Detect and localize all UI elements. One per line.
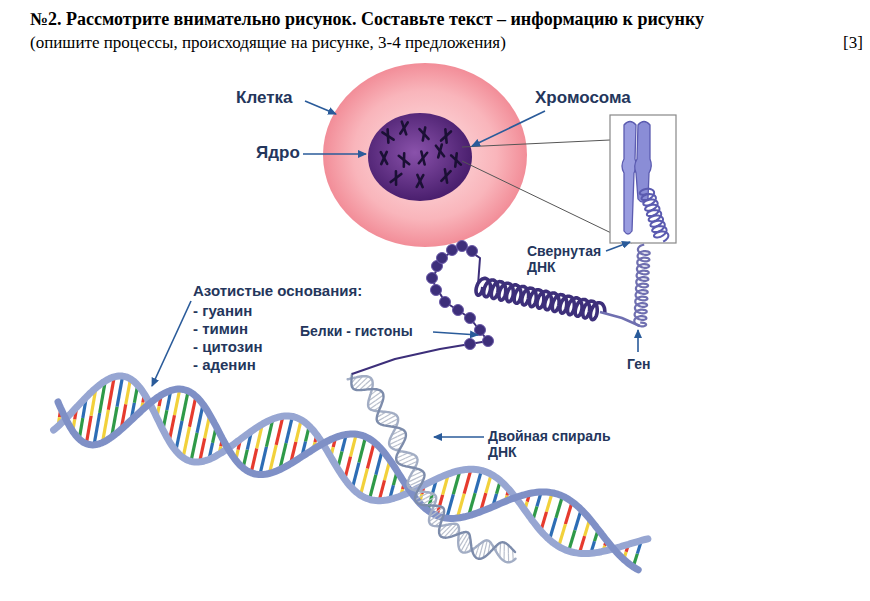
dna-strand [352,246,488,374]
base-pair-helix [54,376,648,570]
chromatid-coil [640,189,669,242]
dna-drawing [54,189,669,570]
histone-bead [447,245,458,256]
cell-body [323,63,527,247]
histone-bead [437,253,448,264]
small-chromosome [381,152,387,164]
zoom-box [610,115,676,243]
small-chromosome [419,127,428,140]
histone-bead [440,297,451,308]
histone-bead [465,339,476,350]
small-chromosome [451,153,461,166]
part-label: Клетка [236,88,292,108]
histone-bead [431,285,442,296]
small-chromosome [419,152,427,165]
histone-bead [453,305,464,316]
zoom-line [462,140,610,147]
score-mark: [3] [843,33,863,53]
nucleus [368,113,472,201]
small-chromosome [382,129,393,142]
part-label: Ядро [256,143,300,163]
small-chromosome [417,175,424,187]
leader-lines [152,101,638,437]
small-chromosome [391,171,402,184]
list-item: - гуанин [193,302,252,319]
small-chromosome [399,153,410,166]
small-chromosome [441,169,450,182]
dna-double-helix [348,374,516,562]
task-title: №2. Рассмотрите внимательно рисунок. Сос… [30,9,704,30]
histone-bead [465,313,476,324]
list-item: - тимин [193,320,248,337]
small-chromosome [400,122,407,135]
histone-bead [475,325,486,336]
part-label: Хромосома [535,88,631,108]
list-heading: Азотистые основания: [193,282,362,299]
histone-bead [457,241,468,252]
zoom-line [462,161,632,243]
nucleus-chromosomes [381,122,461,187]
task-subtitle: (опишите процессы, происходящие на рисун… [30,33,506,53]
part-label: Свернутая ДНК [527,243,607,275]
list-item: - цитозин [193,338,262,355]
histone-bead [467,246,478,257]
histone-bead [427,273,438,284]
part-label: Двойная спираль ДНК [488,428,626,460]
coiled-dna [476,278,605,319]
small-chromosome [441,129,451,142]
histone-bead [483,336,494,347]
part-label: Белки - гистоны [300,323,413,339]
small-chromosome [436,145,444,158]
chromosome [622,122,651,235]
list-item: - аденин [193,356,256,373]
part-label: Ген [627,356,650,372]
gene-coil [634,245,649,327]
